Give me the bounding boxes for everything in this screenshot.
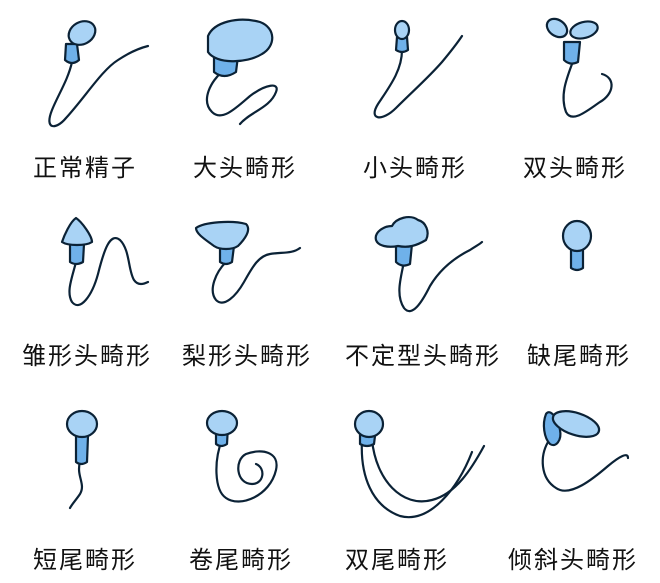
label-coiled-tail: 卷尾畸形	[189, 546, 293, 574]
double-head-sperm-icon	[545, 17, 613, 118]
pear-head-sperm-icon	[194, 220, 302, 304]
label-small-head: 小头畸形	[363, 154, 467, 182]
label-double-head: 双头畸形	[523, 154, 627, 182]
label-large-head: 大头畸形	[193, 154, 297, 182]
tilted-head-sperm-icon	[541, 410, 630, 492]
label-pear-head: 梨形头畸形	[182, 342, 312, 370]
coiled-tail-sperm-icon	[205, 409, 278, 503]
short-tail-sperm-icon	[65, 409, 99, 510]
normal-sperm-icon	[48, 20, 150, 128]
label-tailless: 缺尾畸形	[527, 342, 631, 370]
small-head-sperm-icon	[373, 19, 464, 119]
amorphous-head-sperm-icon	[374, 216, 484, 313]
label-double-tail: 双尾畸形	[345, 546, 449, 574]
tailless-sperm-icon	[561, 219, 593, 272]
label-tilted-head: 倾斜头畸形	[508, 546, 638, 574]
label-cone-head: 雏形头畸形	[22, 342, 152, 370]
large-head-sperm-icon	[205, 18, 278, 126]
cone-head-sperm-icon	[60, 216, 150, 307]
double-tail-sperm-icon	[353, 409, 486, 519]
label-amorphous-head: 不定型头畸形	[345, 342, 501, 370]
label-short-tail: 短尾畸形	[33, 546, 137, 574]
label-normal: 正常精子	[33, 154, 137, 182]
